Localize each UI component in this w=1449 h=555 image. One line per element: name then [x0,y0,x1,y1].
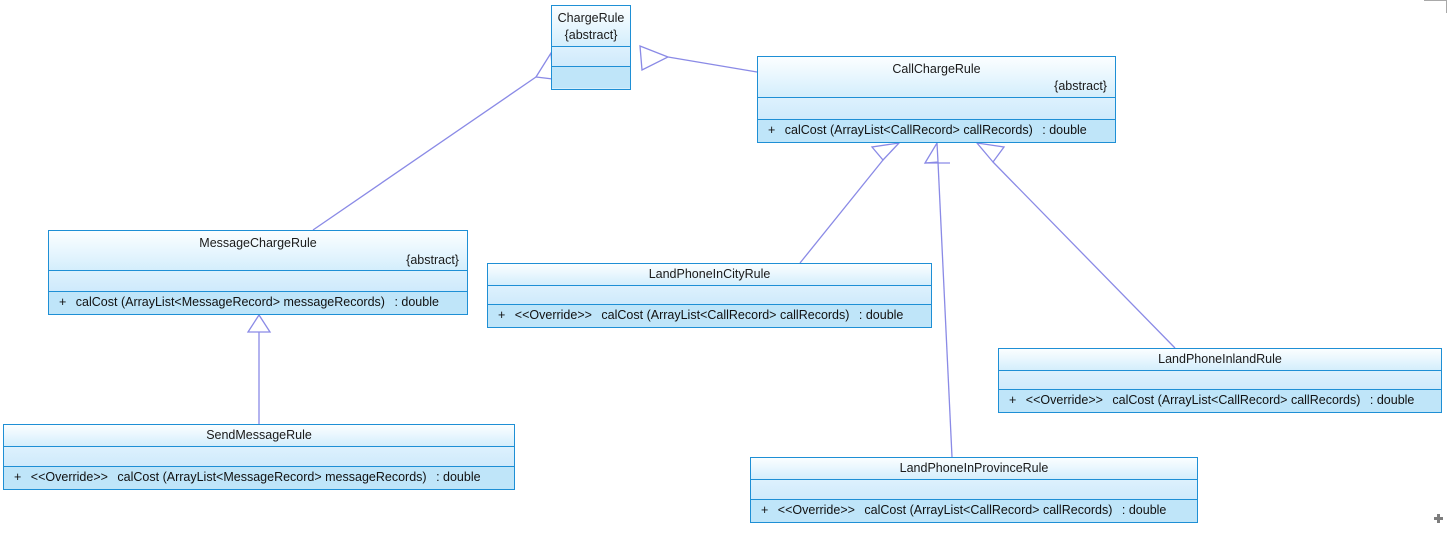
operation-return-type: : double [1121,503,1167,517]
class-attributes-sendmessagerule [4,447,514,467]
operation-return-type: : double [1369,393,1415,407]
class-header-landphoneinlandrule: LandPhoneInlandRule [999,349,1441,371]
edge-landphoneinlandrule-to-callchargerule [975,142,1176,349]
operation-return-type: : double [394,295,439,309]
class-name-callchargerule: CallChargeRule [892,62,981,76]
class-operation-row-landphoneinlandrule: + <<Override>> calCost (ArrayList<CallRe… [999,390,1441,412]
edge-sendmessagerule-to-messagechargerule [246,313,272,424]
edge-landphoneincityrule-to-callchargerule [799,142,901,264]
operation-stereotype: <<Override>> [514,308,592,322]
operation-stereotype: <<Override>> [1025,393,1103,407]
class-name-landphoneincityrule: LandPhoneInCityRule [648,267,771,281]
class-name-sendmessagerule: SendMessageRule [206,428,312,442]
class-header-callchargerule: CallChargeRule {abstract} [758,57,1115,98]
class-box-messagechargerule[interactable]: MessageChargeRule {abstract} + calCost (… [48,230,468,315]
class-abstract-messagechargerule: {abstract} [406,253,459,267]
class-operation-row-callchargerule: + calCost (ArrayList<CallRecord> callRec… [758,120,1115,142]
class-operation-row-messagechargerule: + calCost (ArrayList<MessageRecord> mess… [49,292,467,314]
operation-visibility: + [761,503,769,517]
class-operations-chargerule [552,67,630,88]
class-box-landphoneincityrule[interactable]: LandPhoneInCityRule + <<Override>> calCo… [487,263,932,328]
class-operation-row-sendmessagerule: + <<Override>> calCost (ArrayList<Messag… [4,467,514,489]
operation-return-type: : double [858,308,904,322]
class-box-sendmessagerule[interactable]: SendMessageRule + <<Override>> calCost (… [3,424,515,490]
operation-signature: calCost (ArrayList<CallRecord> callRecor… [601,308,850,322]
class-box-landphoneinprovincerule[interactable]: LandPhoneInProvinceRule + <<Override>> c… [750,457,1198,523]
class-box-landphoneinlandrule[interactable]: LandPhoneInlandRule + <<Override>> calCo… [998,348,1442,413]
class-attributes-landphoneinlandrule [999,371,1441,390]
class-attributes-landphoneincityrule [488,286,931,305]
cursor-plus-mark [1434,514,1443,523]
operation-visibility: + [768,123,776,137]
class-header-chargerule: ChargeRule {abstract} [552,6,630,47]
operation-signature: calCost (ArrayList<MessageRecord> messag… [75,295,385,309]
operation-signature: calCost (ArrayList<MessageRecord> messag… [117,470,427,484]
class-header-sendmessagerule: SendMessageRule [4,425,514,447]
operation-return-type: : double [1042,123,1087,137]
edge-callchargerule-to-chargerule [639,45,758,73]
class-name-landphoneinlandrule: LandPhoneInlandRule [1158,352,1282,366]
class-name-chargerule: ChargeRule [557,11,625,25]
operation-signature: calCost (ArrayList<CallRecord> callRecor… [864,503,1113,517]
operation-visibility: + [1009,393,1017,407]
class-box-callchargerule[interactable]: CallChargeRule {abstract} + calCost (Arr… [757,56,1116,143]
operation-visibility: + [59,295,67,309]
class-name-landphoneinprovincerule: LandPhoneInProvinceRule [899,461,1049,475]
operation-stereotype: <<Override>> [777,503,855,517]
class-operation-row-landphoneincityrule: + <<Override>> calCost (ArrayList<CallRe… [488,305,931,327]
operation-visibility: + [498,308,506,322]
class-attributes-messagechargerule [49,271,467,292]
class-header-landphoneincityrule: LandPhoneInCityRule [488,264,931,286]
class-attributes-landphoneinprovincerule [751,480,1197,500]
operation-signature: calCost (ArrayList<CallRecord> callRecor… [1112,393,1361,407]
top-right-corner-mark [1424,0,1447,13]
operation-signature: calCost (ArrayList<CallRecord> callRecor… [784,123,1033,137]
operation-return-type: : double [436,470,481,484]
edge-messagechargerule-to-chargerule [312,50,554,231]
class-abstract-chargerule: {abstract} [564,28,618,42]
class-abstract-callchargerule: {abstract} [1054,79,1107,93]
class-header-messagechargerule: MessageChargeRule {abstract} [49,231,467,271]
operation-stereotype: <<Override>> [30,470,108,484]
class-operation-row-landphoneinprovincerule: + <<Override>> calCost (ArrayList<CallRe… [751,500,1197,522]
class-attributes-callchargerule [758,98,1115,120]
class-attributes-chargerule [552,47,630,67]
class-name-messagechargerule: MessageChargeRule [199,236,317,250]
class-box-chargerule[interactable]: ChargeRule {abstract} [551,5,631,90]
class-header-landphoneinprovincerule: LandPhoneInProvinceRule [751,458,1197,480]
operation-visibility: + [14,470,22,484]
